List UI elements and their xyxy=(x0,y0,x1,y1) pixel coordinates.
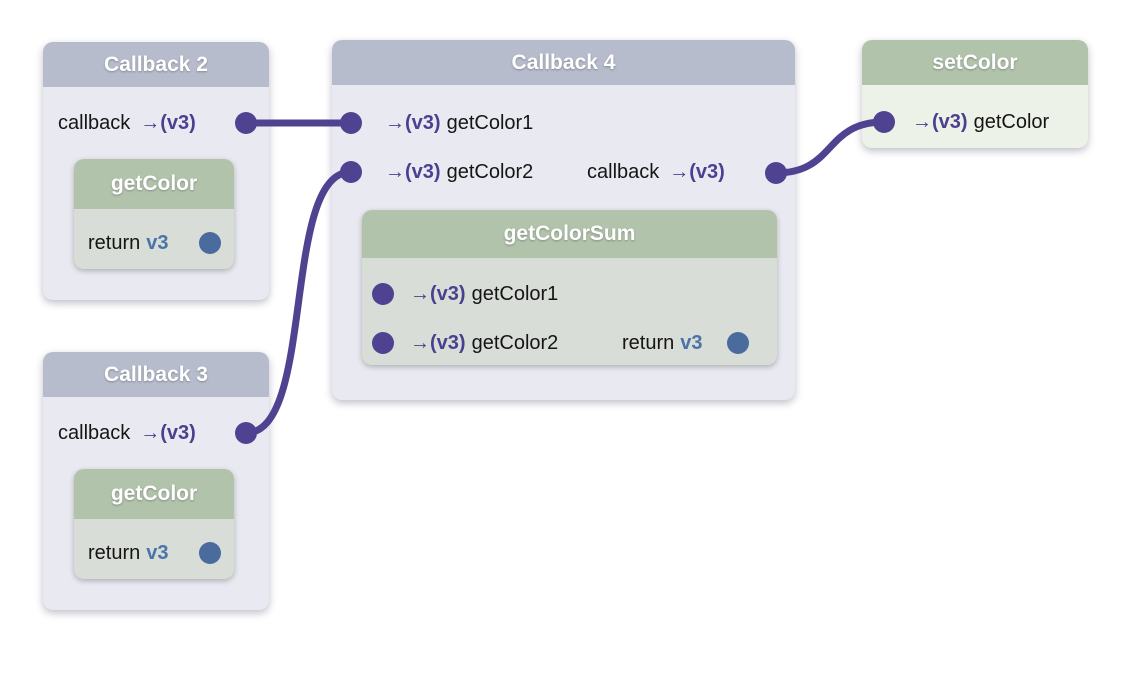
input-name: getColor2 xyxy=(471,331,559,354)
port-params: (v3) xyxy=(160,111,196,134)
input-name: getColor2 xyxy=(446,160,534,183)
node-setcolor[interactable]: setColor →(v3) getColor xyxy=(862,40,1088,148)
port-params: (v3) xyxy=(430,282,466,305)
callback4-input2-row: →(v3) getColor2 xyxy=(385,154,533,190)
callback3-callback-port-row: callback →(v3) xyxy=(58,415,196,451)
node-callback4-title: Callback 4 xyxy=(511,51,616,74)
callback4-callback-port-row: callback →(v3) xyxy=(587,154,725,190)
return-label: return xyxy=(88,231,141,254)
node-getcolorsum[interactable]: getColorSum →(v3) getColor1 →(v3) getCol… xyxy=(362,210,777,365)
callback-port-label: callback xyxy=(58,111,131,134)
arrow-icon: → xyxy=(410,331,430,354)
node-callback3[interactable]: Callback 3 callback →(v3) getColor retur… xyxy=(43,352,269,610)
getcolor-return-row: return v3 xyxy=(88,225,169,261)
node-callback2-title: Callback 2 xyxy=(104,53,208,76)
node-callback2[interactable]: Callback 2 callback →(v3) getColor retur… xyxy=(43,42,269,300)
input-name: getColor xyxy=(973,110,1050,133)
return-label: return xyxy=(88,541,141,564)
port-params: (v3) xyxy=(405,160,441,183)
node-callback2-getcolor[interactable]: getColor return v3 xyxy=(74,159,234,269)
node-setcolor-title: setColor xyxy=(932,51,1018,74)
port-params: (v3) xyxy=(160,421,196,444)
setcolor-input-row: →(v3) getColor xyxy=(912,104,1049,140)
getcolor-header[interactable]: getColor xyxy=(74,469,234,519)
getcolor-header[interactable]: getColor xyxy=(74,159,234,209)
port-params: (v3) xyxy=(689,160,725,183)
callback-port-label: callback xyxy=(58,421,131,444)
node-setcolor-header[interactable]: setColor xyxy=(862,40,1088,85)
callback4-input1-row: →(v3) getColor1 xyxy=(385,105,533,141)
return-value: v3 xyxy=(680,331,703,354)
getcolorsum-header[interactable]: getColorSum xyxy=(362,210,777,258)
port-params: (v3) xyxy=(430,331,466,354)
arrow-icon: → xyxy=(385,111,405,134)
return-value: v3 xyxy=(146,231,169,254)
return-value: v3 xyxy=(146,541,169,564)
getcolorsum-title: getColorSum xyxy=(503,222,636,245)
return-label: return xyxy=(622,331,675,354)
input-name: getColor1 xyxy=(446,111,534,134)
getcolorsum-return-row: return v3 xyxy=(622,325,703,361)
port-params: (v3) xyxy=(405,111,441,134)
node-callback3-header[interactable]: Callback 3 xyxy=(43,352,269,397)
arrow-icon: → xyxy=(912,110,932,133)
arrow-icon: → xyxy=(669,160,690,183)
callback2-callback-port-row: callback →(v3) xyxy=(58,105,196,141)
node-callback4-header[interactable]: Callback 4 xyxy=(332,40,795,85)
getcolor-title: getColor xyxy=(110,172,198,195)
getcolor-title: getColor xyxy=(110,482,198,505)
port-params: (v3) xyxy=(932,110,968,133)
node-callback3-title: Callback 3 xyxy=(104,363,208,386)
getcolorsum-input2-row: →(v3) getColor2 xyxy=(410,325,558,361)
getcolor-return-row: return v3 xyxy=(88,535,169,571)
node-callback3-getcolor[interactable]: getColor return v3 xyxy=(74,469,234,579)
arrow-icon: → xyxy=(385,160,405,183)
arrow-icon: → xyxy=(140,111,161,134)
node-callback4[interactable]: Callback 4 →(v3) getColor1 →(v3) getColo… xyxy=(332,40,795,400)
node-callback2-header[interactable]: Callback 2 xyxy=(43,42,269,87)
getcolorsum-input1-row: →(v3) getColor1 xyxy=(410,276,558,312)
input-name: getColor1 xyxy=(471,282,559,305)
callback-port-label: callback xyxy=(587,160,660,183)
arrow-icon: → xyxy=(410,282,430,305)
arrow-icon: → xyxy=(140,421,161,444)
